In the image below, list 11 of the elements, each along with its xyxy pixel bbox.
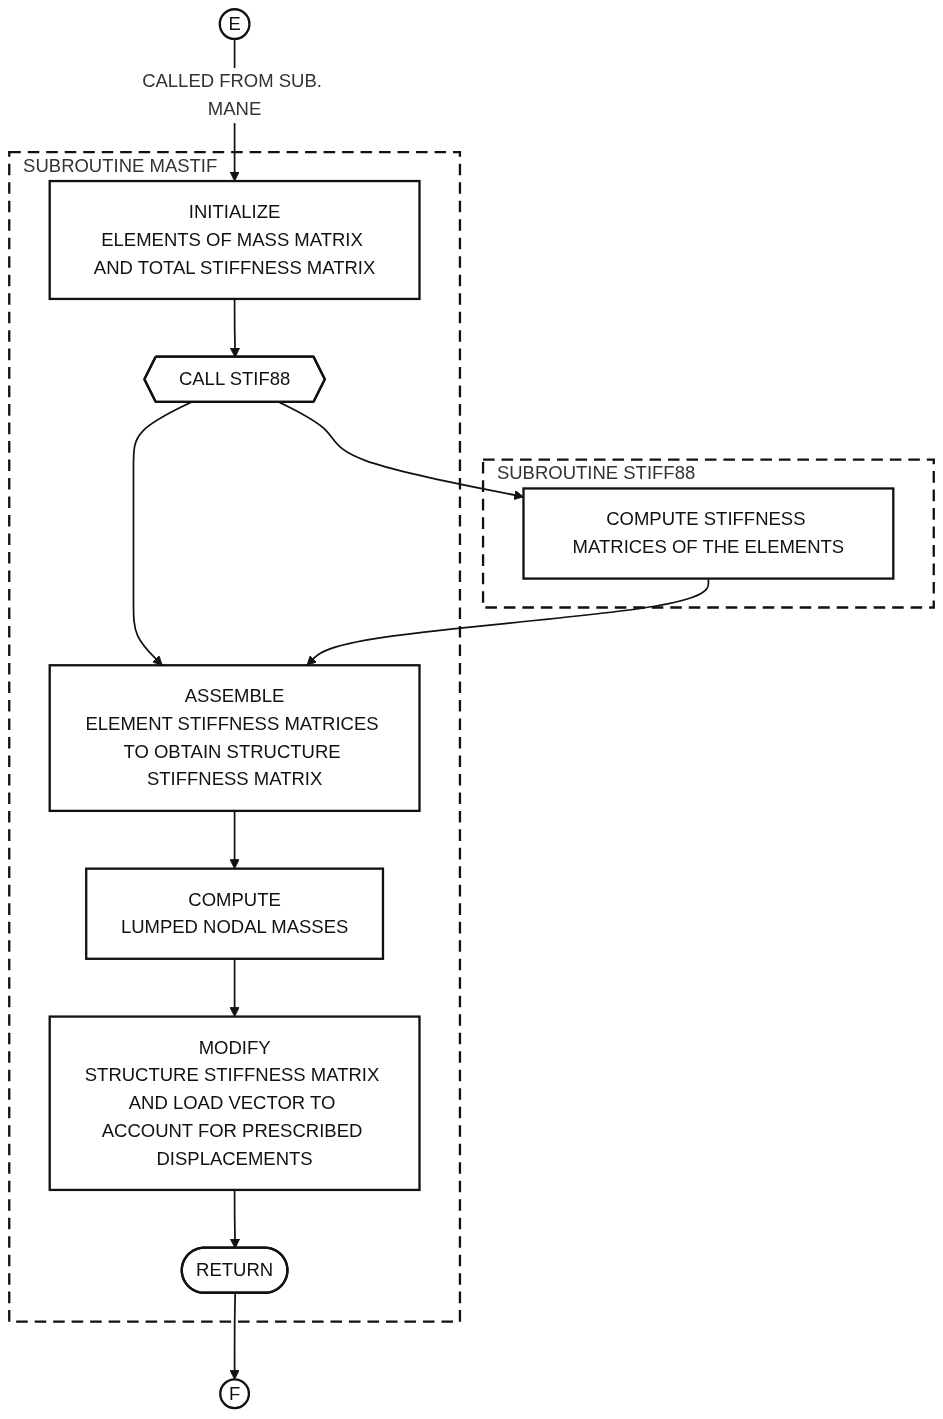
arrow <box>278 401 524 501</box>
node-box: COMPUTE LUMPED NODAL MASSES <box>85 867 385 960</box>
node-box: ASSEMBLE ELEMENT STIFFNESS MATRICES TO OBTAIN STRUCTURE STIFFNESS MATRIX <box>48 664 421 813</box>
edge-label: CALLED FROM SUB. MANE <box>142 71 322 119</box>
node-box: COMPUTE STIFFNESS MATRICES OF THE ELEMENTS <box>522 487 895 580</box>
node-box: INITIALIZE ELEMENTS OF MASS MATRIX AND TOTAL STIFFNESS MATRIX <box>48 179 421 301</box>
node-circle: F <box>219 1378 251 1410</box>
arrow <box>229 1292 240 1380</box>
node-box: MODIFY STRUCTURE STIFFNESS MATRIX AND LOAD VECTOR TO ACCOUNT FOR PRESCRIBED DISPLACEMENTS <box>48 1015 421 1192</box>
node-circle: E <box>218 8 251 41</box>
arrow <box>132 401 192 666</box>
